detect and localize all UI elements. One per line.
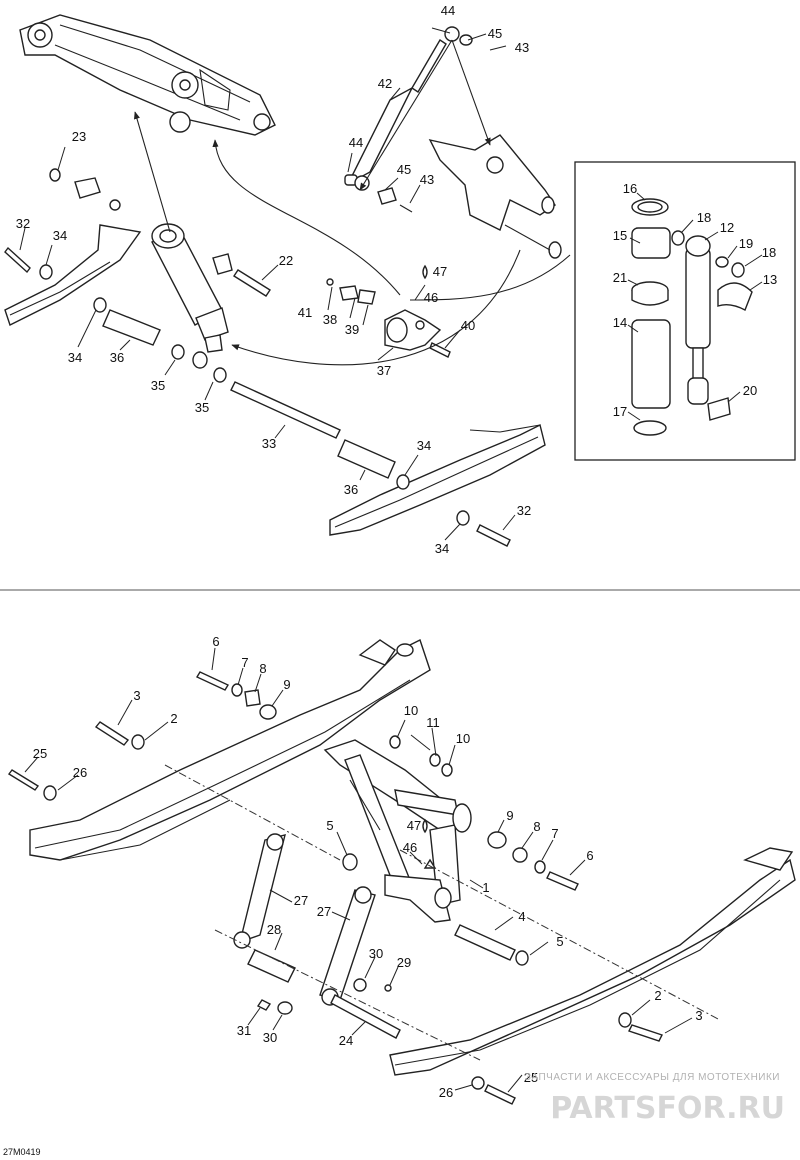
callout-34: 34 [435, 541, 449, 556]
callout-43: 43 [515, 40, 529, 55]
callout-38: 38 [323, 312, 337, 327]
rear-suspension-frame [19, 14, 276, 136]
upper-rear-arm-bracket [428, 134, 562, 259]
callout-35: 35 [195, 400, 209, 415]
callout-25: 25 [524, 1070, 538, 1085]
callout-34: 34 [53, 228, 67, 243]
callout-2: 2 [654, 988, 661, 1003]
callout-2: 2 [170, 711, 177, 726]
callout-32: 32 [16, 216, 30, 231]
lower-shafts [247, 924, 516, 1039]
lower-left-rail [29, 639, 431, 861]
callout-6: 6 [212, 634, 219, 649]
assembly-arrows [133, 39, 571, 366]
callout-8: 8 [533, 819, 540, 834]
callout-5: 5 [326, 818, 333, 833]
callout-36: 36 [110, 350, 124, 365]
callout-16: 16 [623, 181, 637, 196]
inset-callout-labels: 16 18 12 15 19 18 21 13 14 20 17 [613, 181, 777, 419]
callout-37: 37 [377, 363, 391, 378]
lower-callout-labels: 6 7 8 9 3 2 25 26 10 11 10 5 47 46 9 8 7… [33, 634, 703, 1100]
callout-13: 13 [763, 272, 777, 287]
callout-27: 27 [294, 893, 308, 908]
drawing-number: 27M0419 [3, 1147, 41, 1157]
callout-45: 45 [397, 162, 411, 177]
callout-26: 26 [439, 1085, 453, 1100]
callout-44: 44 [349, 135, 363, 150]
callout-10: 10 [404, 703, 418, 718]
lower-small-hardware [7, 671, 663, 1105]
callout-18: 18 [762, 245, 776, 260]
callout-46: 46 [403, 840, 417, 855]
callout-34: 34 [417, 438, 431, 453]
callout-39: 39 [345, 322, 359, 337]
callout-4: 4 [518, 909, 525, 924]
callout-9: 9 [506, 808, 513, 823]
callout-8: 8 [259, 661, 266, 676]
callout-25: 25 [33, 746, 47, 761]
callout-30: 30 [263, 1030, 277, 1045]
callout-36: 36 [344, 482, 358, 497]
callout-5: 5 [556, 934, 563, 949]
callout-14: 14 [613, 315, 627, 330]
callout-17: 17 [613, 404, 627, 419]
front-arm-assembly-1 [323, 739, 472, 923]
callout-40: 40 [461, 318, 475, 333]
lower-centerlines [164, 764, 721, 1061]
callout-28: 28 [267, 922, 281, 937]
watermark-caption: ЗАПЧАСТИ И АКСЕССУАРЫ ДЛЯ МОТОТЕХНИКИ [525, 1072, 780, 1083]
callout-20: 20 [743, 383, 757, 398]
shaft-33 [230, 381, 341, 439]
upper-small-hardware [4, 168, 511, 547]
callout-24: 24 [339, 1033, 353, 1048]
callout-27: 27 [317, 904, 331, 919]
shock-mount-37 [326, 264, 451, 358]
lower-right-rail [389, 847, 796, 1076]
center-shock-22 [151, 223, 229, 353]
spacer-36-rear [337, 439, 396, 479]
callout-11: 11 [426, 715, 440, 730]
callout-6: 6 [586, 848, 593, 863]
callout-45: 45 [488, 26, 502, 41]
callout-15: 15 [613, 228, 627, 243]
callout-31: 31 [237, 1023, 251, 1038]
callout-26: 26 [73, 765, 87, 780]
callout-23: 23 [72, 129, 86, 144]
callout-33: 33 [262, 436, 276, 451]
callout-42: 42 [378, 76, 392, 91]
callout-32: 32 [517, 503, 531, 518]
callout-46: 46 [424, 290, 438, 305]
watermark-logo: PARTSFOR.RU [550, 1091, 785, 1126]
callout-41: 41 [298, 305, 312, 320]
callout-18: 18 [697, 210, 711, 225]
callout-47: 47 [407, 818, 421, 833]
spacer-36-front [102, 309, 161, 346]
callout-12: 12 [720, 220, 734, 235]
upper-shock-42 [344, 26, 473, 213]
callout-7: 7 [241, 655, 248, 670]
watermark: ЗАПЧАСТИ И АКСЕССУАРЫ ДЛЯ МОТОТЕХНИКИ PA… [525, 1072, 785, 1126]
callout-1: 1 [482, 880, 489, 895]
callout-9: 9 [283, 677, 290, 692]
callout-35: 35 [151, 378, 165, 393]
callout-7: 7 [551, 826, 558, 841]
callout-34: 34 [68, 350, 82, 365]
upper-callout-labels: 44 45 43 42 44 45 43 23 32 34 22 47 46 4… [16, 3, 531, 556]
callout-29: 29 [397, 955, 411, 970]
callout-47: 47 [433, 264, 447, 279]
callout-21: 21 [613, 270, 627, 285]
callout-22: 22 [279, 253, 293, 268]
callout-30: 30 [369, 946, 383, 961]
callout-19: 19 [739, 236, 753, 251]
callout-10: 10 [456, 731, 470, 746]
upper-right-rail [329, 423, 546, 536]
shock-detail-inset [574, 161, 796, 461]
callout-3: 3 [133, 688, 140, 703]
upper-left-rail [4, 224, 142, 326]
callout-43: 43 [420, 172, 434, 187]
callout-3: 3 [695, 1008, 702, 1023]
callout-44: 44 [441, 3, 455, 18]
leader-lines [19, 27, 763, 1093]
